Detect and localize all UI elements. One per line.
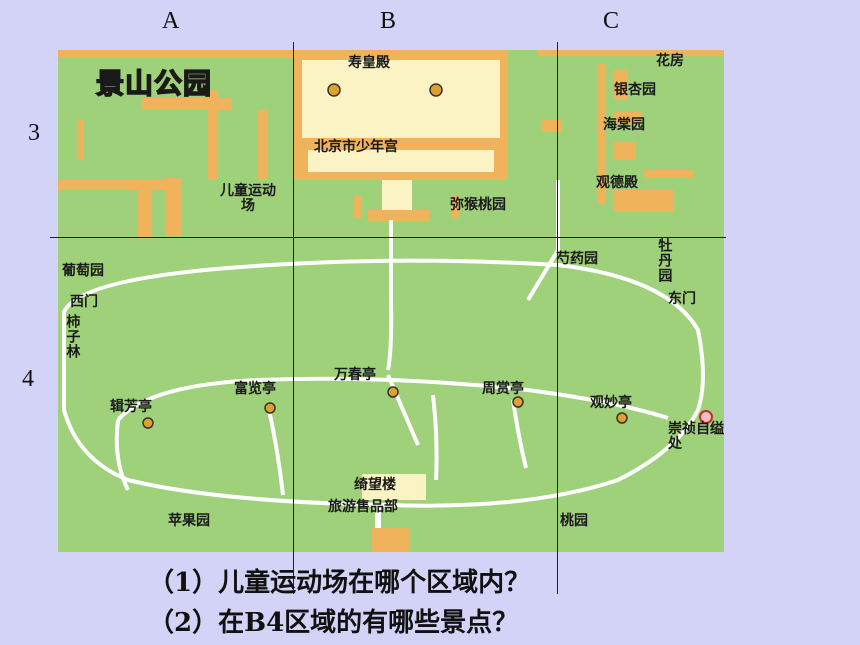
- label-ximen: 西门: [70, 294, 98, 310]
- label-ticket: 旅游售品部: [328, 499, 398, 515]
- label-jifangting: 辑芳亭: [110, 399, 152, 415]
- label-fulanting: 富览亭: [234, 381, 276, 397]
- label-shaoyaoyuan: 芍药园: [556, 251, 598, 267]
- label-chongzhen-text: 崇祯自缢处: [668, 421, 724, 453]
- question-1: （1）儿童运动场在哪个区域内？: [148, 568, 531, 598]
- label-pingguoyuan: 苹果园: [168, 513, 210, 529]
- label-guandedian: 观德殿: [596, 175, 638, 191]
- label-haitangyuan: 海棠园: [603, 117, 645, 133]
- label-putaoyuan: 葡萄园: [62, 263, 104, 279]
- label-youth-palace: 北京市少年宫: [314, 139, 398, 155]
- row-label-4: 4: [22, 366, 34, 392]
- question-2: （2）在B4区域的有哪些景点？: [148, 608, 519, 638]
- label-taoyuan: 桃园: [560, 513, 588, 529]
- label-mihou-taoyuan: 弥猴桃园: [450, 197, 506, 213]
- label-qiwanglou: 绮望楼: [354, 477, 396, 493]
- grid-horizontal-line: [50, 237, 726, 238]
- label-kids-sports: 儿童运动场: [220, 183, 276, 215]
- label-zhoushangting: 周赏亭: [482, 381, 524, 397]
- label-kids-sports-text: 儿童运动场: [220, 183, 276, 215]
- label-huafang: 花房: [656, 53, 684, 69]
- column-label-b: B: [380, 8, 397, 34]
- column-label-c: C: [603, 8, 620, 34]
- label-guanmiaoting: 观妙亭: [590, 395, 632, 411]
- label-chongzhen: 崇祯自缢处: [668, 421, 724, 453]
- label-wanchunting: 万春亭: [334, 367, 376, 383]
- grid-vertical-line-1: [293, 42, 294, 594]
- park-map: 景山公园 寿皇殿 北京市少年宫 儿童运动场 弥猴桃园 花房 银杏园 海棠园 观德…: [58, 50, 724, 552]
- map-title: 景山公园: [95, 66, 213, 101]
- label-dongmen: 东门: [668, 291, 696, 307]
- label-yinxingyuan: 银杏园: [614, 82, 656, 98]
- row-label-3: 3: [28, 120, 40, 146]
- grid-vertical-line-2: [557, 42, 558, 594]
- label-shiziline: 柿子林: [64, 314, 81, 359]
- label-mudanyuan: 牡丹园: [656, 238, 673, 283]
- column-label-a: A: [162, 8, 180, 34]
- label-shouhuangdian: 寿皇殿: [348, 55, 390, 71]
